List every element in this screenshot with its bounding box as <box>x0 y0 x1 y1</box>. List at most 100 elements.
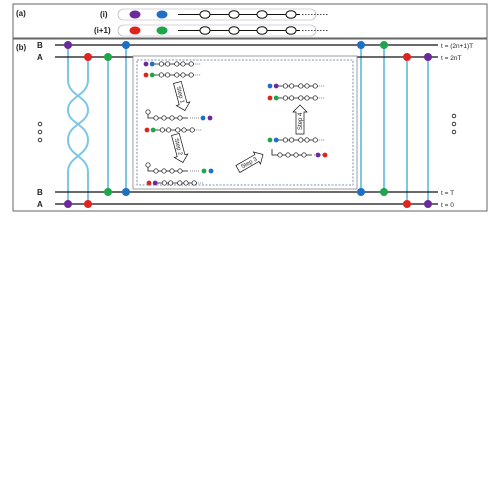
empty-mini-node <box>289 83 295 89</box>
empty-mini-node <box>177 168 183 174</box>
blue-mini-node <box>208 168 214 174</box>
purple-dot <box>64 41 72 49</box>
empty-mini-node <box>304 137 310 143</box>
purple-dot <box>424 200 432 208</box>
step-2-arrow: Step 2 <box>171 133 189 163</box>
empty-node <box>285 10 297 19</box>
step-1-arrow: Step 1 <box>173 81 191 111</box>
step-2-label: Step 2 <box>173 138 183 157</box>
empty-mini-node <box>282 95 288 101</box>
red-dot <box>84 200 92 208</box>
step-4-arrow: Step 4 <box>292 104 308 135</box>
track-label-a-bottom: A <box>37 200 43 209</box>
blue-dot <box>122 41 130 49</box>
empty-mini-node <box>293 152 299 158</box>
chain-envelope <box>117 24 317 37</box>
empty-mini-node <box>181 127 187 133</box>
panel-b-frame <box>12 38 488 212</box>
row-label-i-plus-1: (i+1) <box>94 26 111 35</box>
purple-mini-node <box>315 152 321 158</box>
time-label-2nt: t = 2nT <box>441 55 461 62</box>
purple-dot <box>424 53 432 61</box>
empty-mini-node <box>191 180 197 186</box>
green-dot <box>104 53 112 61</box>
empty-mini-node <box>183 180 189 186</box>
panel-a-frame <box>12 3 488 39</box>
mini-chain-group <box>143 61 328 186</box>
track-label-b-top: B <box>37 41 43 50</box>
empty-mini-node <box>153 115 159 121</box>
track-label-a-top: A <box>37 53 43 62</box>
empty-mini-node <box>301 152 307 158</box>
green-mini-node <box>201 168 207 174</box>
empty-mini-node <box>312 95 318 101</box>
row-label-i: (i) <box>100 10 108 19</box>
red-mini-node <box>143 72 149 78</box>
blue-mini-node <box>267 83 273 89</box>
empty-mini-node <box>145 109 151 115</box>
empty-mini-node <box>158 61 164 67</box>
purple-node <box>129 10 141 19</box>
chain-row-i-plus-1 <box>117 24 328 37</box>
empty-mini-node <box>285 152 291 158</box>
empty-mini-node <box>175 127 181 133</box>
red-node <box>129 26 141 35</box>
blue-dot <box>357 41 365 49</box>
green-dot <box>380 41 388 49</box>
empty-mini-node <box>165 61 171 67</box>
purple-mini-node <box>143 61 149 67</box>
blue-node <box>156 10 168 19</box>
red-dot <box>403 53 411 61</box>
empty-mini-node <box>298 137 304 143</box>
empty-mini-node <box>159 127 165 133</box>
green-mini-node <box>149 72 155 78</box>
empty-mini-node <box>161 115 167 121</box>
empty-node <box>199 26 211 35</box>
empty-mini-node <box>312 137 318 143</box>
red-dot <box>84 53 92 61</box>
empty-node <box>228 26 240 35</box>
green-mini-node <box>273 95 279 101</box>
empty-mini-node <box>145 162 151 168</box>
blue-mini-node <box>273 137 279 143</box>
empty-mini-node <box>289 137 295 143</box>
blue-dot <box>357 188 365 196</box>
empty-mini-node <box>168 180 174 186</box>
green-mini-node <box>267 137 273 143</box>
empty-node <box>228 10 240 19</box>
empty-mini-node <box>180 61 186 67</box>
empty-mini-node <box>169 168 175 174</box>
track-label-b-bottom: B <box>37 188 43 197</box>
time-label-t: t = T <box>441 190 454 197</box>
braid-strand <box>66 57 90 204</box>
panel-a: (a) (i) (i+1) <box>12 3 488 39</box>
purple-mini-node <box>207 115 213 121</box>
time-line-dots <box>64 41 432 208</box>
empty-mini-node <box>298 83 304 89</box>
empty-mini-node <box>174 61 180 67</box>
chain-row-i <box>117 8 328 21</box>
green-mini-node <box>150 127 156 133</box>
mini-chain-hook <box>271 149 312 156</box>
empty-mini-node <box>289 95 295 101</box>
empty-mini-node <box>312 83 318 89</box>
empty-mini-node <box>161 168 167 174</box>
ellipsis-left <box>37 121 43 143</box>
inner-dashed-frame <box>136 59 354 186</box>
empty-mini-node <box>188 72 194 78</box>
empty-mini-node <box>282 83 288 89</box>
empty-mini-node <box>282 137 288 143</box>
ellipsis-right <box>451 113 457 135</box>
empty-mini-node <box>161 180 167 186</box>
empty-mini-node <box>158 72 164 78</box>
red-mini-node <box>144 127 150 133</box>
time-label-zero: t = 0 <box>441 202 454 209</box>
red-mini-node <box>322 152 328 158</box>
purple-dot <box>64 200 72 208</box>
red-dot <box>403 200 411 208</box>
empty-node <box>256 26 268 35</box>
empty-mini-node <box>169 115 175 121</box>
purple-mini-node <box>152 180 158 186</box>
empty-mini-node <box>277 152 283 158</box>
blue-mini-node <box>200 115 206 121</box>
